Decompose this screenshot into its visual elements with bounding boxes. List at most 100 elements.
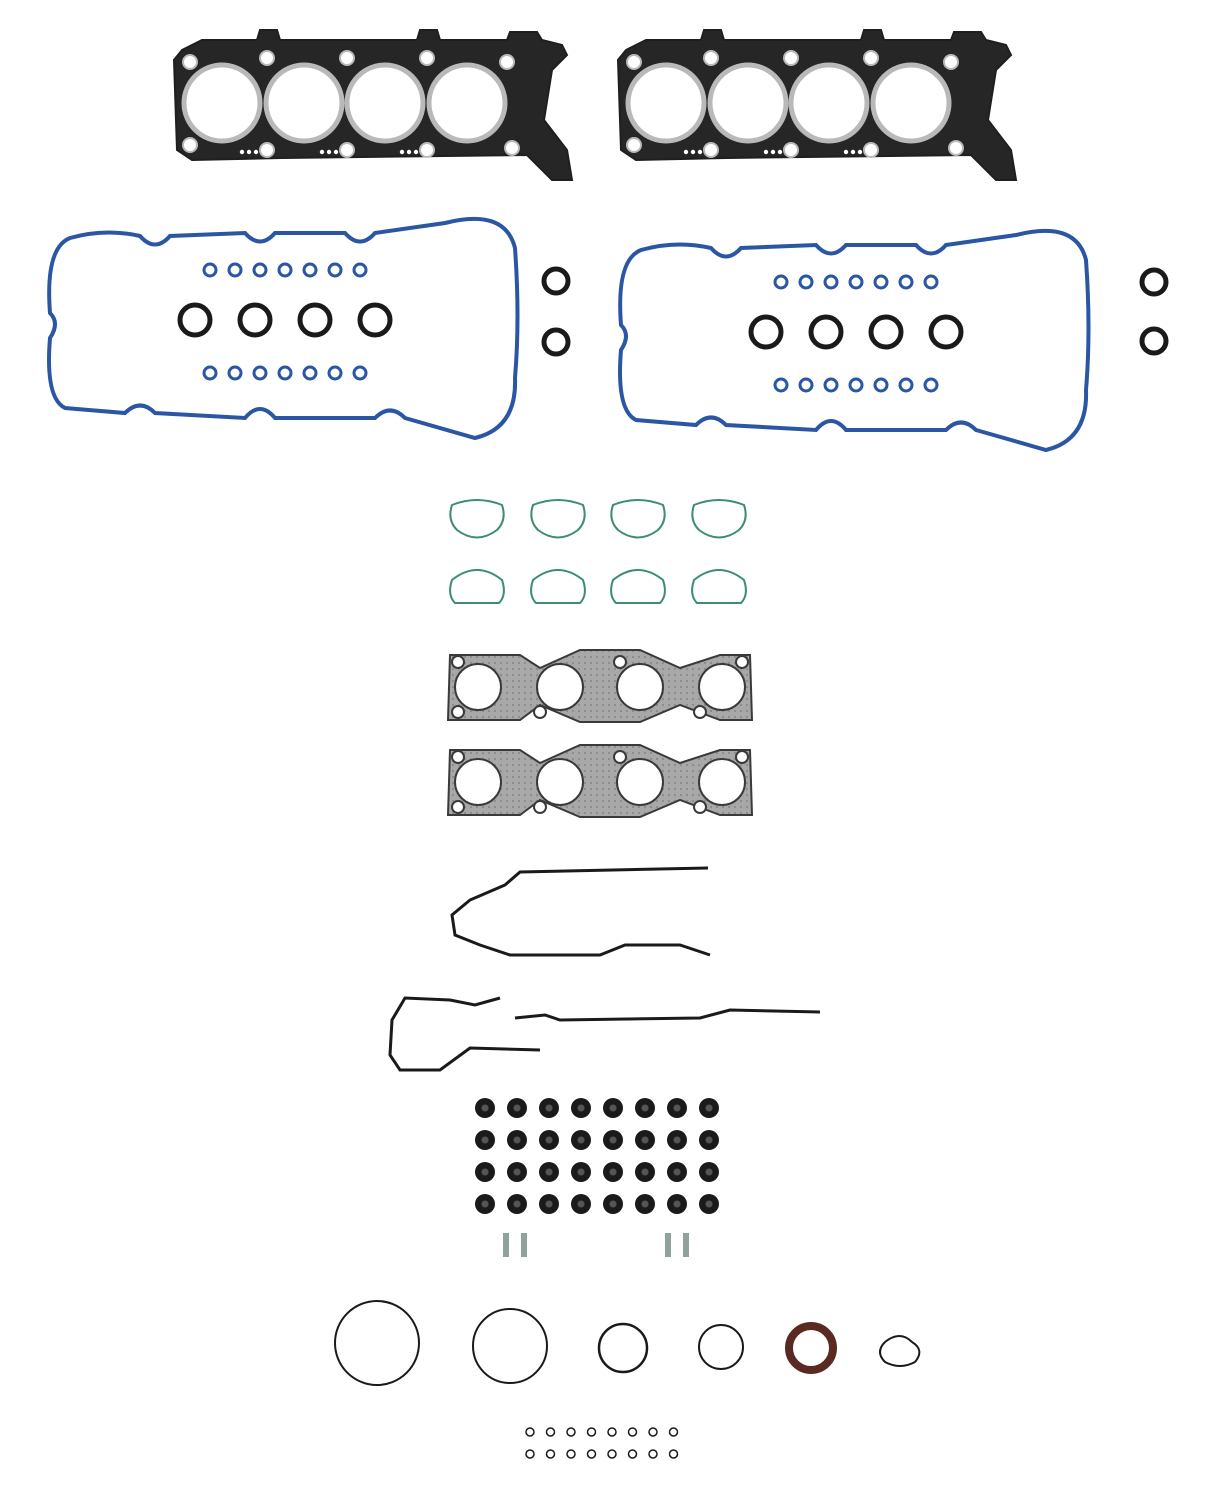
valve-stem-seal-center: [673, 1104, 681, 1112]
intake-gasket: [530, 569, 586, 604]
valve-stem-seal-center: [609, 1200, 617, 1208]
small-oring: [252, 262, 268, 278]
retainer-clip: [665, 1233, 671, 1257]
valve-stem-seal-center: [513, 1104, 521, 1112]
bolt-hole: [259, 142, 275, 158]
bolt-hole: [863, 50, 879, 66]
bolt-hole: [783, 50, 799, 66]
oil-hole: [770, 149, 776, 155]
valve-stem-seal-center: [513, 1200, 521, 1208]
cylinder-bore: [707, 62, 789, 144]
bolt-hole: [533, 800, 547, 814]
small-oring: [352, 365, 368, 381]
spark-plug-tube-seal: [928, 314, 964, 350]
small-oring: [227, 365, 243, 381]
cylinder-bore: [426, 62, 508, 144]
tiny-oring: [627, 1449, 638, 1459]
valve-stem-seal-center: [577, 1104, 585, 1112]
tiny-oring: [648, 1449, 658, 1459]
small-oring: [302, 262, 318, 278]
small-oring: [202, 262, 218, 278]
exhaust-port: [616, 663, 664, 711]
valve-stem-seal-center: [673, 1168, 681, 1176]
valve-cover-gasket-left: [47, 216, 520, 441]
oil-hole: [763, 149, 769, 155]
retainer-clip: [503, 1233, 509, 1257]
valve-stem-seal-center: [641, 1104, 649, 1112]
tiny-oring: [586, 1427, 597, 1437]
tiny-oring: [668, 1449, 679, 1459]
intake-gaskets: [449, 499, 747, 604]
valve-stem-seal-center: [641, 1136, 649, 1144]
bolt-hole: [613, 750, 627, 764]
small-oring: [252, 365, 268, 381]
small-oring: [898, 274, 914, 290]
valve-cover-gasket-right: [618, 228, 1091, 453]
small-oring: [923, 274, 939, 290]
small-oring: [202, 365, 218, 381]
cylinder-bore: [870, 62, 952, 144]
tiny-oring: [607, 1449, 617, 1459]
head-gasket-right: [616, 29, 1018, 181]
bolt-hole: [693, 705, 707, 719]
camshaft-seal: [1139, 267, 1169, 297]
valve-stem-seal-center: [705, 1200, 713, 1208]
oil-hole: [406, 149, 412, 155]
bolt-hole: [626, 137, 642, 153]
small-oring: [823, 377, 839, 393]
small-oring: [848, 274, 864, 290]
camshaft-seal: [541, 327, 571, 357]
oil-hole: [399, 149, 405, 155]
small-oring: [327, 262, 343, 278]
bolt-hole: [451, 655, 465, 669]
tiny-oring: [648, 1427, 658, 1437]
small-oring: [823, 274, 839, 290]
exhaust-port: [698, 758, 746, 806]
tiny-oring: [607, 1427, 617, 1437]
small-shaped-gasket: [879, 1335, 921, 1367]
bolt-hole: [703, 142, 719, 158]
oil-hole: [246, 149, 252, 155]
exhaust-port: [698, 663, 746, 711]
oil-hole: [697, 149, 703, 155]
cylinder-bore: [625, 62, 707, 144]
oil-hole: [333, 149, 339, 155]
timing-cover-gasket-upper: [450, 866, 711, 957]
tiny-oring: [525, 1427, 535, 1437]
oil-hole: [683, 149, 689, 155]
medium-oring: [698, 1324, 744, 1370]
small-oring: [302, 365, 318, 381]
bolt-hole: [735, 655, 749, 669]
camshaft-seal: [541, 266, 571, 296]
spark-plug-tube-seal: [748, 314, 784, 350]
bolt-hole: [693, 800, 707, 814]
tiny-oring: [668, 1427, 679, 1437]
small-oring: [277, 365, 293, 381]
valve-stem-seal-center: [545, 1104, 553, 1112]
valve-stem-seal-center: [481, 1136, 489, 1144]
tiny-oring: [566, 1449, 576, 1459]
bolt-hole: [339, 50, 355, 66]
camshaft-seal: [1139, 326, 1169, 356]
small-oring: [873, 274, 889, 290]
medium-oring: [597, 1322, 649, 1374]
tiny-oring: [627, 1427, 638, 1437]
bolt-hole: [419, 50, 435, 66]
bolt-hole: [533, 705, 547, 719]
bolt-hole: [451, 750, 465, 764]
small-oring: [277, 262, 293, 278]
spark-plug-tube-seal: [177, 302, 213, 338]
bolt-hole: [626, 54, 642, 70]
valve-stem-seals: [475, 1098, 719, 1214]
spark-plug-tube-seal: [237, 302, 273, 338]
valve-stem-seal-center: [481, 1168, 489, 1176]
oil-hole: [326, 149, 332, 155]
bolt-hole: [451, 705, 465, 719]
timing-cover-gaskets: [388, 866, 821, 1072]
oil-hole: [857, 149, 863, 155]
valve-stem-seal-center: [609, 1104, 617, 1112]
bolt-hole: [182, 54, 198, 70]
bolt-hole: [783, 142, 799, 158]
oil-hole: [319, 149, 325, 155]
